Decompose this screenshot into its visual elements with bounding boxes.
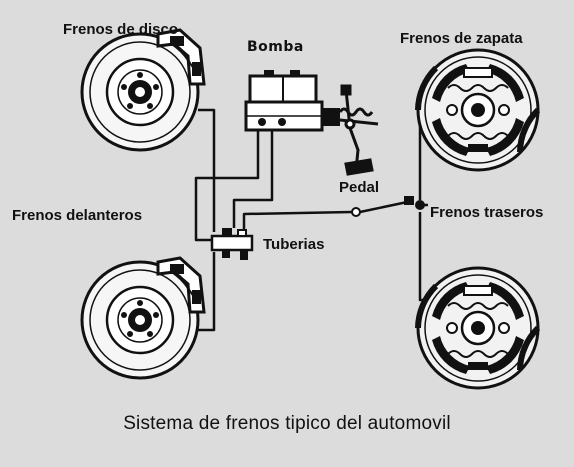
brake-pedal (340, 84, 374, 176)
label-front-brakes: Frenos delanteros (12, 207, 143, 224)
label-pipes: Tuberias (263, 236, 325, 253)
label-disc-brakes: Frenos de disco (63, 21, 179, 38)
master-cylinder (244, 70, 379, 132)
label-rear-brakes: Frenos traseros (430, 204, 544, 221)
disc-brake-front-bottom (80, 256, 206, 380)
line-fittings (351, 196, 425, 217)
label-pedal: Pedal (339, 179, 380, 196)
drum-brake-rear-bottom (418, 268, 538, 388)
diagram-caption: Sistema de frenos tipico del automovil (123, 413, 451, 434)
label-pump: Bomba (247, 39, 304, 55)
disc-brake-front-top (80, 28, 206, 152)
proportioning-valve (210, 228, 254, 260)
drum-brake-rear-top (418, 50, 538, 170)
label-shoe-brakes: Frenos de zapata (400, 30, 523, 47)
